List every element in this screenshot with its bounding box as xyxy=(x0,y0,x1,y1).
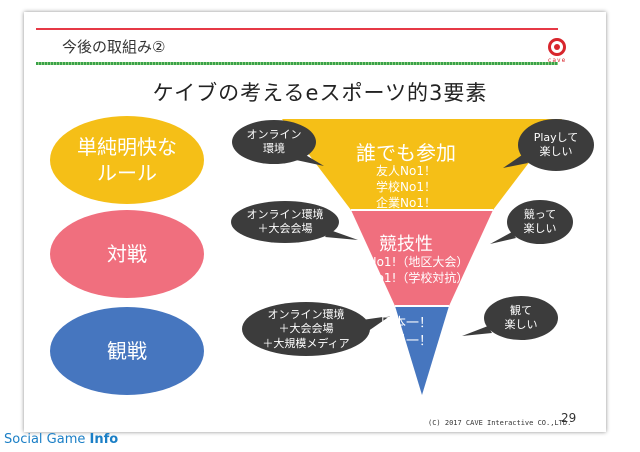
tier-1-line: 企業No1！ xyxy=(376,196,436,211)
bubble-line: オンライン xyxy=(246,128,302,141)
header-title: 今後の取組み② xyxy=(62,38,166,56)
bubble-left-1 xyxy=(232,120,324,166)
tier-2-title: 競技性 xyxy=(379,234,433,255)
funnel-tier-bottom xyxy=(395,306,449,395)
bubble-line: 競って xyxy=(523,208,557,221)
tier-3-line: 世界一！ xyxy=(379,333,432,349)
element-spectating: 観戦 xyxy=(50,307,204,395)
bubble-line: ＋大会会場 xyxy=(257,222,313,236)
tier-2-line: 地域No1!（地区大会） xyxy=(343,255,469,269)
bubble-left-3 xyxy=(242,302,390,356)
bubble-right-1-text: Playして 楽しい xyxy=(520,131,592,160)
bubble-right-2-text: 競って 楽しい xyxy=(510,208,570,237)
cave-logo-text: cave xyxy=(547,57,567,64)
cave-logo-icon xyxy=(548,38,566,56)
tier-3-line: 日本一！ xyxy=(379,316,432,331)
element-versus: 対戦 xyxy=(50,210,204,298)
tier-2-line: 学校No1!（学校対抗） xyxy=(343,271,469,286)
element-spectating-label: 観戦 xyxy=(107,339,147,363)
header-green-rule xyxy=(36,62,558,65)
cave-logo: cave xyxy=(545,38,569,64)
bubble-left-2 xyxy=(231,201,358,243)
bubble-line: オンライン環境 xyxy=(267,308,345,321)
bubble-line: ＋大会会場 xyxy=(278,322,334,336)
watermark-text: Social Game xyxy=(4,432,90,447)
bubble-line: オンライン環境 xyxy=(246,208,324,221)
bubble-right-1 xyxy=(503,119,594,171)
funnel-tier-top xyxy=(282,119,562,210)
bubble-line: ＋大規模メディア xyxy=(262,336,350,350)
page-number: 29 xyxy=(561,411,577,425)
bubble-right-3 xyxy=(462,296,558,340)
watermark: Social Game Info xyxy=(4,432,118,447)
bubble-line: 観て xyxy=(510,304,532,317)
tier-1-title: 誰でも参加 xyxy=(356,141,456,165)
bubble-left-1-text: オンライン 環境 xyxy=(236,128,312,157)
watermark-text-bold: Info xyxy=(89,432,119,447)
bubble-left-3-text: オンライン環境 ＋大会会場 ＋大規模メディア xyxy=(245,308,367,351)
bubble-left-2-text: オンライン環境 ＋大会会場 xyxy=(233,208,337,237)
bubble-line: 楽しい xyxy=(504,318,538,332)
element-rules-line2: ルール xyxy=(97,161,157,185)
bubble-line: 楽しい xyxy=(523,222,557,236)
tier-1-line: 友人No1！ xyxy=(376,164,436,178)
slide-title: ケイブの考えるeスポーツ的3要素 xyxy=(152,81,488,105)
element-versus-label: 対戦 xyxy=(107,242,147,266)
copyright-text: (C) 2017 CAVE Interactive CO.,LTD. xyxy=(428,419,572,427)
bubble-line: Playして xyxy=(533,131,579,144)
bubble-right-2 xyxy=(490,200,573,244)
funnel-tier-middle xyxy=(351,210,493,306)
bubble-right-3-text: 観て 楽しい xyxy=(488,304,554,333)
bubble-line: 環境 xyxy=(263,142,285,156)
tier-1-line: 学校No1！ xyxy=(376,180,436,195)
tier-2-details: 地域No1!（地区大会） 学校No1!（学校対抗） xyxy=(326,254,486,286)
tier-1-details: 友人No1！ 学校No1！ 企業No1！ xyxy=(316,163,496,212)
tier-3-details: 日本一！ 世界一！ xyxy=(356,315,456,350)
bubble-line: 楽しい xyxy=(539,145,573,159)
header-red-rule xyxy=(36,28,558,30)
element-rules: 単純明快な ルール xyxy=(50,116,204,204)
element-rules-line1: 単純明快な xyxy=(77,135,177,159)
